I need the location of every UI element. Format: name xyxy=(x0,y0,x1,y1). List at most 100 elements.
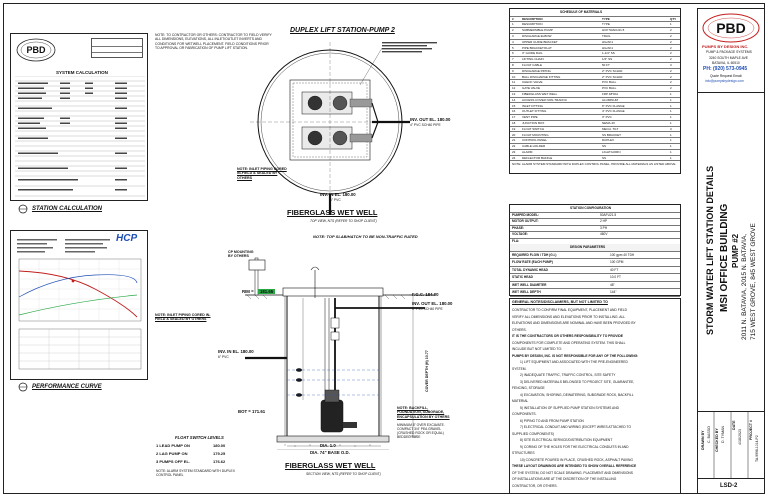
date-val: 4/18/2023 xyxy=(738,429,742,445)
note-top-slab: NOTE: TOP SLAB/HATCH TO BE NON-TRAFFIC R… xyxy=(313,234,418,239)
schedule-cell: 1 xyxy=(670,103,672,108)
design-row: FLOW RATE (EACH PUMP)100 GPM xyxy=(510,258,680,267)
schedule-cell: 22 xyxy=(512,144,516,149)
schedule-cell: BALL DISCHARGE FITTING xyxy=(522,74,561,79)
schedule-cell: 20 xyxy=(512,132,516,137)
general-note-line: SYSTEM. xyxy=(512,366,527,371)
schedule-cell: 16 xyxy=(512,109,516,114)
duplex-title: DUPLEX LIFT STATION-PUMP 2 xyxy=(290,27,395,34)
schedule-cell: GATE VALVE xyxy=(522,86,541,91)
project-sub: PUMP #2 xyxy=(731,233,740,268)
schedule-cell: OUTLET FITTING xyxy=(522,109,547,114)
general-notes: GENERAL NOTES/DISCLAIMERS, BUT NOT LIMIT… xyxy=(509,298,681,494)
design-cell: 144" xyxy=(610,290,617,294)
general-note-line: OF INSTALLATIONS ARE AT THE DISCRETION O… xyxy=(512,477,617,481)
general-note-line: 3) DELIVERED MATERIALS BELONGED TO PROJE… xyxy=(520,379,635,384)
general-note-line: 9) CORING OF THE HOLES FOR THE ELECTRICA… xyxy=(520,444,629,449)
schedule-cell: 2 xyxy=(512,28,514,33)
company-sub: PUMPS BY DESIGN INC. xyxy=(702,44,749,49)
schedule-cell: 8 xyxy=(512,63,514,68)
schedule-cell: 2" PVC SCH40 xyxy=(602,68,623,73)
sheet-number-box xyxy=(697,478,765,494)
svg-text:PBD: PBD xyxy=(716,20,746,36)
design-cell: 100 GPM xyxy=(610,260,624,264)
design-cell: TOTAL DYNAMIC HEAD xyxy=(512,267,548,272)
inv-in-label: INV. IN EL. 180.00 xyxy=(320,192,356,197)
schedule-cell: INLET FITTING xyxy=(522,103,543,108)
schedule-cell: FLOAT MOUNTING xyxy=(522,132,549,137)
design-cell: 40 FT xyxy=(610,267,619,272)
general-note-line: INCLUDE BUT NOT LIMITED TO: xyxy=(512,347,562,351)
email: info@pumpsbydesign.com xyxy=(705,79,744,83)
schedule-cell: ALARM xyxy=(522,150,533,155)
float-title: FLOAT SWITCH LEVELS xyxy=(175,435,224,440)
schedule-cell: LIFTING CHAIN xyxy=(522,57,544,62)
address-2: 715 WEST GROVE, 845 WEST GROVE xyxy=(750,223,757,340)
general-note-line: MATERIAL xyxy=(512,399,529,403)
config-cell: PHASE: xyxy=(512,225,525,230)
section-view-drawing xyxy=(245,257,435,450)
schedule-cell: SS BRACKET xyxy=(602,132,622,137)
config-table: STATION CONFIGURATION PUMPED MODEL:50AFU… xyxy=(509,204,681,297)
schedule-cell: SUBMERSIBLE PUMP xyxy=(522,28,553,33)
schedule-cell: FLOAT SWITCH xyxy=(522,126,545,131)
schedule-cell: DESCRIPTION xyxy=(522,22,543,27)
schedule-cell: 3" GUIDE RAIL xyxy=(522,51,543,56)
schedule-cell: 1 xyxy=(670,22,672,27)
schedule-cell: 1 xyxy=(670,109,672,114)
general-note-line: 1) LIFT EQUIPMENT AND ASSOCIATED WITH TH… xyxy=(520,360,628,364)
calc-header-table xyxy=(91,38,143,58)
config-row: VOLTAGE:460V xyxy=(510,231,680,239)
schedule-cell: 2 xyxy=(670,57,672,62)
general-note-line: CONTRACTOR TO CONFIRM FINAL EQUIPMENT, P… xyxy=(512,308,628,312)
inv-out2-label: INV. OUT EL. 180.00 xyxy=(412,301,453,306)
schedule-cell: 1 xyxy=(670,132,672,137)
general-note-line: OTHERS. xyxy=(512,327,527,332)
general-note-line: FENCING, STORAGE xyxy=(512,386,545,390)
station-calc-target-icon xyxy=(18,204,28,214)
design-title: DESIGN PARAMETERS xyxy=(570,245,606,250)
schedule-cell: 2 xyxy=(670,51,672,56)
dia-top-label: DIA. 1.0 xyxy=(320,443,336,448)
schedule-cell: DISCHARGE PIPING xyxy=(522,68,551,73)
schedule-cell: 1 xyxy=(512,22,514,27)
company-line: PUMP & PACKAGE SYSTEMS xyxy=(706,50,752,54)
svg-text:PBD: PBD xyxy=(26,45,46,55)
quote-label: Quote Request Email: xyxy=(710,74,743,78)
schedule-cell: PIPE BRACKET/FLAT xyxy=(522,45,552,50)
rim-label: RIM = xyxy=(242,289,254,294)
general-note-line: 5) INSTALLATION OF SUPPLIED PUMP STATION… xyxy=(520,405,619,410)
schedule-cell: ALUMINUM xyxy=(602,97,619,102)
general-note-line: COMPONENTS FOR COMPLETE AND OPERATING SY… xyxy=(512,340,626,345)
general-note-line: 8) SITE ELECTRICAL SERVICE/DISTRIBUTION … xyxy=(520,438,613,442)
schedule-cell: 1-1/4" SS xyxy=(602,51,615,56)
sign-grid xyxy=(713,412,749,478)
config-cell: 50AFU21.5 xyxy=(600,212,617,217)
inv-in2-label: INV. IN EL. 180.00 xyxy=(218,349,254,354)
config-row: MOTOR OUTPUT:2 HP xyxy=(510,218,680,226)
schedule-cell: 13 xyxy=(512,92,516,97)
schedule-cell: QTY xyxy=(670,16,677,21)
design-cell: 10.0 FT xyxy=(610,275,621,279)
note-inlet-section: NOTE: INLET PIPING CORED IN-FIELD & SEAL… xyxy=(155,313,211,322)
schedule-cell: DEFLECTOR BAFFLE xyxy=(522,155,553,160)
company-addr2: BATAVIA, IL 60510 xyxy=(712,61,740,65)
schedule-cell: UPPER GUIDE BRACKET xyxy=(522,39,558,44)
schedule-cell: 7 xyxy=(512,57,514,62)
schedule-cell: FLOAT CABLE xyxy=(522,63,543,68)
inv-out-pipe-label: 4" PVC SCH40 PIPE xyxy=(410,123,441,127)
drawn-by: DRAWN BY xyxy=(701,430,705,450)
schedule-cell: HG/AK1 xyxy=(602,39,614,44)
bot-label: BOT = 171.61 xyxy=(238,409,266,414)
cover-depth-label: COVER DEPTH (ft) 10.77 xyxy=(425,350,429,392)
